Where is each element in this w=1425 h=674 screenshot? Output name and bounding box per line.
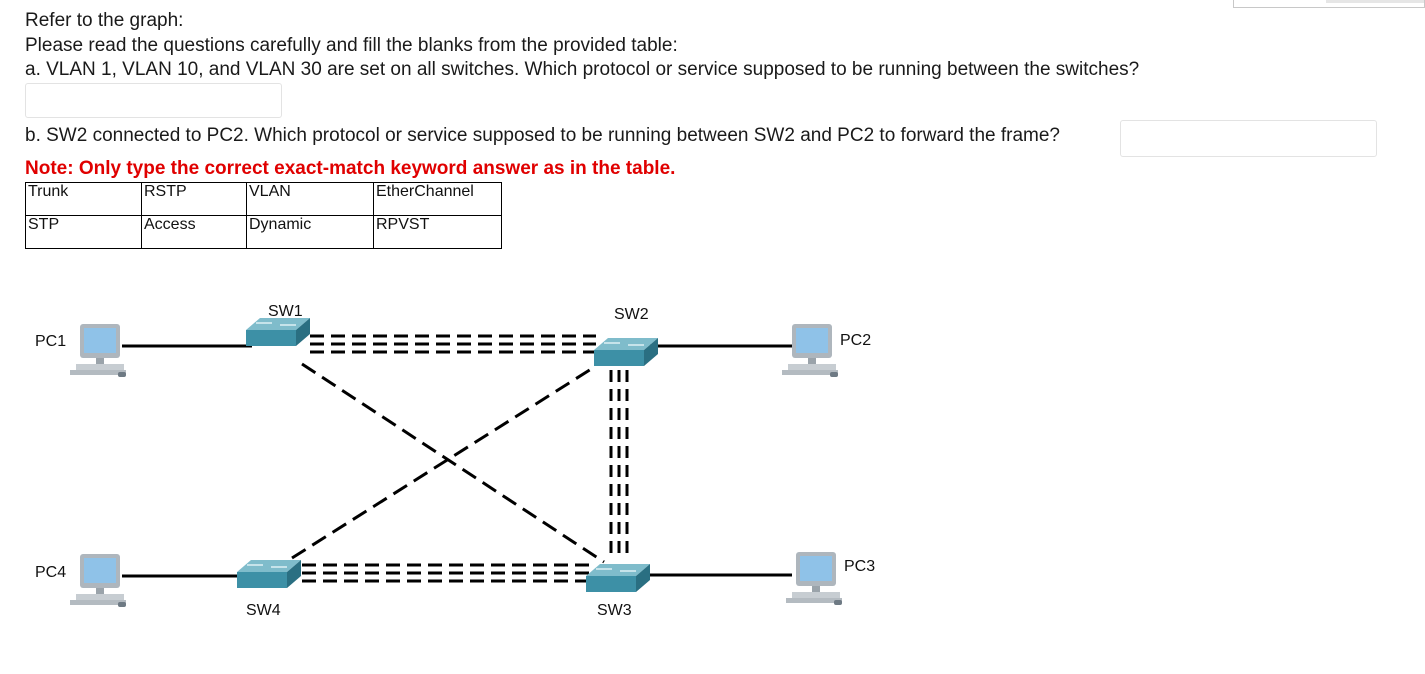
- intro-text: Refer to the graph:: [25, 10, 184, 31]
- link-sw4-sw3: [302, 563, 590, 583]
- table-cell: RPVST: [373, 215, 502, 249]
- table-cell: STP: [25, 215, 142, 249]
- sw3-label: SW3: [597, 602, 632, 619]
- table-row: STP Access Dynamic RPVST: [25, 215, 502, 249]
- pc4-label: PC4: [35, 564, 66, 581]
- link-sw2-sw3: [609, 370, 629, 558]
- switch-icon: [585, 563, 651, 593]
- sw2-label: SW2: [614, 306, 649, 323]
- top-right-widget: [1233, 0, 1425, 8]
- pc-icon: [786, 552, 842, 605]
- pc-icon: [70, 554, 126, 607]
- pc-icon: [782, 324, 838, 377]
- sw4-label: SW4: [246, 602, 281, 619]
- note-text: Note: Only type the correct exact-match …: [25, 158, 676, 179]
- link-sw1-sw3: [301, 362, 605, 564]
- switch-icon: [245, 317, 311, 347]
- switch-icon: [236, 559, 302, 589]
- pc2-label: PC2: [840, 332, 871, 349]
- table-cell: EtherChannel: [373, 182, 502, 216]
- answer-b-input[interactable]: [1120, 120, 1377, 157]
- table-cell: VLAN: [246, 182, 374, 216]
- table-cell: Dynamic: [246, 215, 374, 249]
- link-sw1-sw2: [310, 334, 596, 354]
- sw1-label: SW1: [268, 303, 303, 320]
- link-sw4-sw2: [291, 364, 597, 560]
- switch-icon: [593, 337, 659, 367]
- pc-icon: [70, 324, 126, 377]
- table-cell: RSTP: [141, 182, 247, 216]
- pc1-label: PC1: [35, 333, 66, 350]
- question-b: b. SW2 connected to PC2. Which protocol …: [25, 125, 1060, 146]
- question-a: a. VLAN 1, VLAN 10, and VLAN 30 are set …: [25, 59, 1140, 80]
- options-table: Trunk RSTP VLAN EtherChannel STP Access …: [25, 182, 502, 249]
- pc3-label: PC3: [844, 558, 875, 575]
- table-row: Trunk RSTP VLAN EtherChannel: [25, 182, 502, 216]
- instructions-text: Please read the questions carefully and …: [25, 35, 678, 56]
- table-cell: Access: [141, 215, 247, 249]
- table-cell: Trunk: [25, 182, 142, 216]
- network-topology-diagram: SW1 SW2 SW3 SW4 PC1 PC2 PC3 PC4: [35, 303, 875, 619]
- answer-a-input[interactable]: [25, 83, 282, 118]
